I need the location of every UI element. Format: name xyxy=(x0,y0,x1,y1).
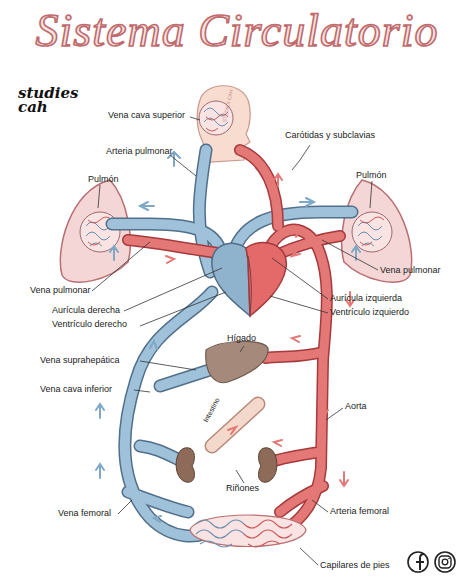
kidney xyxy=(259,448,277,482)
leader-line xyxy=(92,117,378,565)
part-label: Vena suprahepática xyxy=(40,356,120,366)
part-label: Riñones xyxy=(226,484,259,494)
part-label: Vena cava superior xyxy=(108,111,185,121)
part-label: Capilares de pies xyxy=(320,561,390,571)
part-label: Pulmón xyxy=(356,171,387,181)
flow-arrow xyxy=(96,152,360,522)
part-label: Ventrículo izquierdo xyxy=(330,308,409,318)
vein-outline xyxy=(112,150,352,536)
part-label: Aurícula derecha xyxy=(52,306,120,316)
part-label: Vena pulmonar xyxy=(30,286,91,296)
part-label: Aurícula izquierda xyxy=(330,294,402,304)
part-label: Vena femoral xyxy=(58,509,111,519)
part-label: Arteria pulmonar xyxy=(106,147,173,157)
part-label: Arteria femoral xyxy=(330,507,389,517)
artery-outline xyxy=(128,150,340,530)
kidney xyxy=(176,448,194,482)
part-label: Intestino xyxy=(202,397,221,424)
lung xyxy=(60,180,130,282)
part-label: Vena cava inferior xyxy=(40,385,112,395)
part-label: Ventrículo derecho xyxy=(52,320,127,330)
liver xyxy=(206,341,268,382)
part-label: Aorta xyxy=(345,402,367,412)
vein xyxy=(112,150,352,536)
part-label: Vena pulmonar xyxy=(380,266,441,276)
heart xyxy=(212,242,287,316)
title: Sistema Circulatorio xyxy=(0,4,474,57)
watermark: studies cah xyxy=(18,86,70,115)
intestine xyxy=(212,404,258,446)
part-label: Carótidas y subclavias xyxy=(285,131,375,141)
foot-capillaries xyxy=(190,515,306,547)
social-icons xyxy=(408,552,455,572)
part-label: Hígado xyxy=(227,334,256,344)
part-label: Pulmón xyxy=(88,175,119,185)
artery xyxy=(128,150,340,530)
